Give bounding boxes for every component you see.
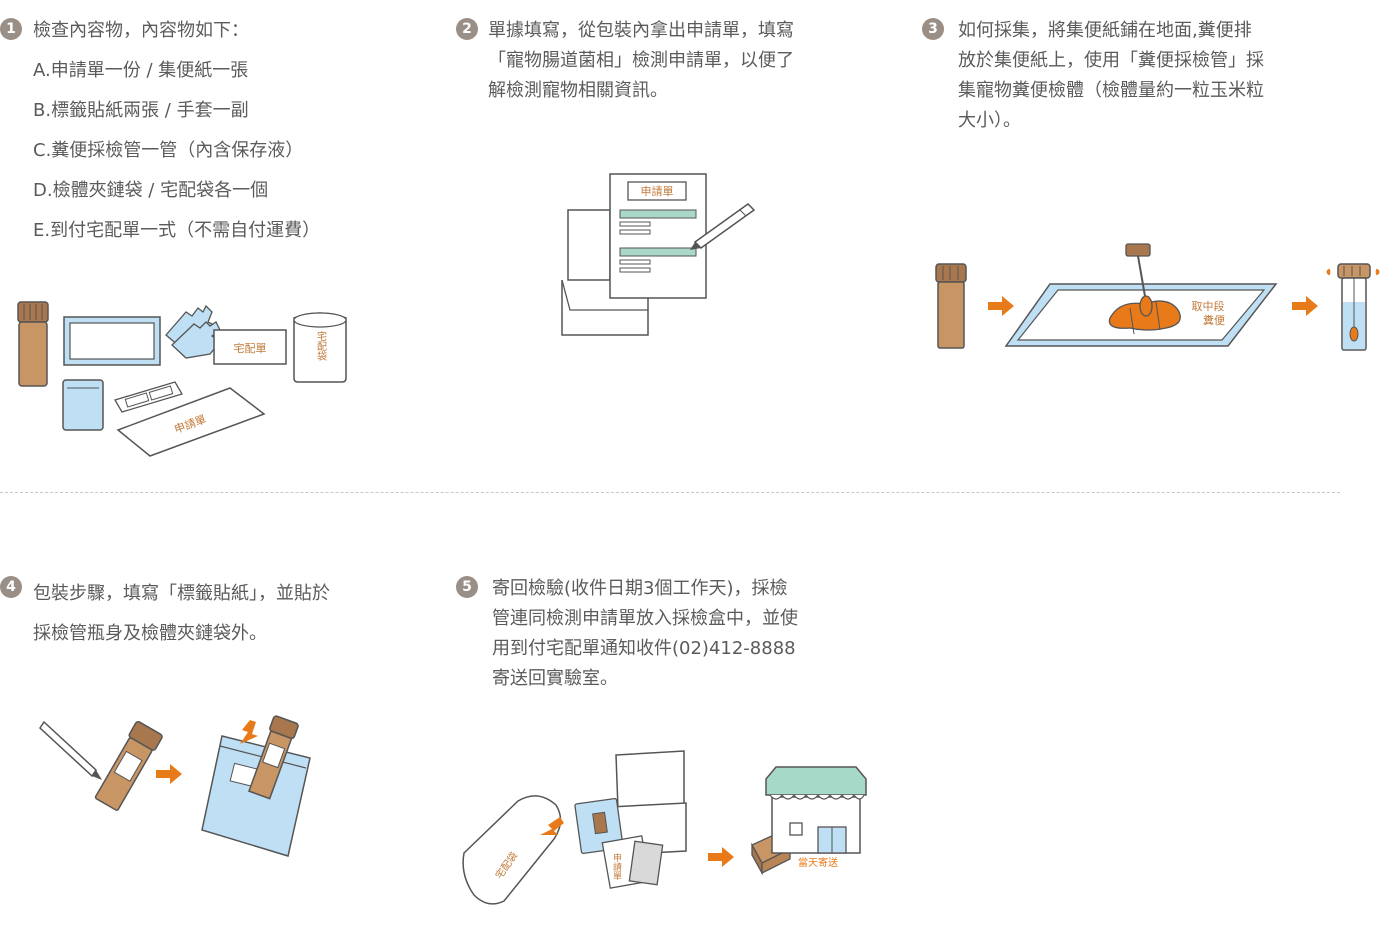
step-1-item-b: B.標籤貼紙兩張 / 手套一副 (33, 100, 249, 121)
sample-tube-icon (17, 301, 49, 387)
sample-tube-icon (935, 263, 967, 349)
step-4-text: 包裝步驟，填寫「標籤貼紙」，並貼於 採檢管瓶身及檢體夾鏈袋外。 (33, 574, 330, 654)
delivery-slip-icon: 宅配單 (213, 329, 287, 365)
section-divider (0, 492, 1340, 493)
label-stickers-icon (114, 381, 183, 413)
step-3-line: 大小）。 (958, 110, 1021, 131)
step-3-illustration: 取中段 糞便 (935, 243, 1380, 351)
step-3-line: 集寵物糞便檢體（檢體量約一粒玉米粒 (958, 80, 1264, 101)
step-5-line: 用到付宅配單通知收件(02)412-8888 (492, 638, 796, 659)
gloves-icon (165, 304, 221, 359)
step-2-line: 「寵物腸道菌相」檢測申請單，以便了 (488, 50, 794, 71)
step-1-item-d: D.檢體夾鏈袋 / 宅配袋各一個 (33, 180, 269, 201)
delivery-bag-icon: 宅配袋 (462, 795, 562, 905)
step-1-item-a: A.申請單一份 / 集便紙一張 (33, 60, 249, 81)
step-2-number: 2 (456, 18, 478, 40)
step-5-line: 寄回檢驗(收件日期3個工作天)，採檢 (492, 578, 788, 599)
step-2-text: 單據填寫，從包裝內拿出申請單，填寫 「寵物腸道菌相」檢測申請單，以便了 解檢測寵… (488, 16, 794, 106)
arrow-right-icon (156, 764, 182, 784)
zipper-bag-icon (201, 715, 311, 857)
store-icon (765, 766, 867, 854)
arrow-down-icon (240, 720, 258, 744)
sample-label-2: 糞便 (1203, 313, 1225, 327)
step-1-line: 檢查內容物，內容物如下： (33, 20, 249, 41)
arrow-right-icon (1292, 296, 1318, 316)
step-5-line: 寄送回實驗室。 (492, 668, 618, 689)
application-form-icon: 申請單 (116, 387, 266, 457)
arrow-right-icon (708, 847, 734, 867)
application-form-icon: 申請單 (609, 173, 707, 299)
zipper-bag-icon (574, 797, 624, 855)
step-1-number: 1 (0, 18, 22, 40)
step-5-illustration: 宅配袋 申請單 當天寄送 (462, 750, 867, 905)
form-label: 申請單 (611, 852, 622, 880)
step-4-line: 包裝步驟，填寫「標籤貼紙」，並貼於 (33, 583, 330, 604)
step-2-illustration: 申請單 (561, 173, 756, 336)
step-5-line: 管連同檢測申請單放入採檢盒中，並使 (492, 608, 798, 629)
step-2-line: 解檢測寵物相關資訊。 (488, 80, 668, 101)
step-1-item-c: C.糞便採檢管一管（內含保存液） (33, 140, 304, 161)
step-3-line: 如何採集，將集便紙鋪在地面,糞便排 (958, 20, 1252, 41)
zipper-bag-icon (62, 379, 104, 431)
step-1-illustration: 宅配單 宅配袋 申請單 (17, 301, 347, 457)
pen-icon (39, 720, 102, 780)
step-1-item-e: E.到付宅配單一式（不需自付運費） (33, 220, 321, 241)
swab-icon (1125, 243, 1153, 317)
arrow-in-icon (540, 817, 564, 835)
step-5-number: 5 (456, 576, 478, 598)
step-4-number: 4 (0, 576, 22, 598)
collection-paper-icon (63, 316, 161, 366)
step-4-line: 採檢管瓶身及檢體夾鏈袋外。 (33, 623, 267, 644)
arrow-right-icon (988, 296, 1014, 316)
delivery-slip-label: 宅配單 (234, 341, 267, 355)
step-2-line: 單據填寫，從包裝內拿出申請單，填寫 (488, 20, 794, 41)
step-5-text: 寄回檢驗(收件日期3個工作天)，採檢 管連同檢測申請單放入採檢盒中，並使 用到付… (492, 574, 798, 694)
pen-icon (690, 203, 756, 250)
step-4-illustration (39, 715, 311, 857)
application-form-icon: 申請單 (601, 835, 664, 889)
step-3-text: 如何採集，將集便紙鋪在地面,糞便排 放於集便紙上，使用「糞便採檢管」採 集寵物糞… (958, 16, 1264, 136)
sample-tube-icon (94, 721, 163, 811)
sample-label-1: 取中段 (1192, 299, 1225, 313)
step-3-number: 3 (922, 18, 944, 40)
same-day-label: 當天寄送 (798, 856, 838, 869)
form-title-label: 申請單 (641, 184, 674, 198)
step-1-text: 檢查內容物，內容物如下： A.申請單一份 / 集便紙一張 B.標籤貼紙兩張 / … (33, 16, 320, 256)
delivery-bag-label: 宅配袋 (315, 330, 327, 361)
step-3-line: 放於集便紙上，使用「糞便採檢管」採 (958, 50, 1264, 71)
delivery-bag-icon: 宅配袋 (293, 312, 347, 383)
sealed-tube-icon (1326, 263, 1380, 351)
